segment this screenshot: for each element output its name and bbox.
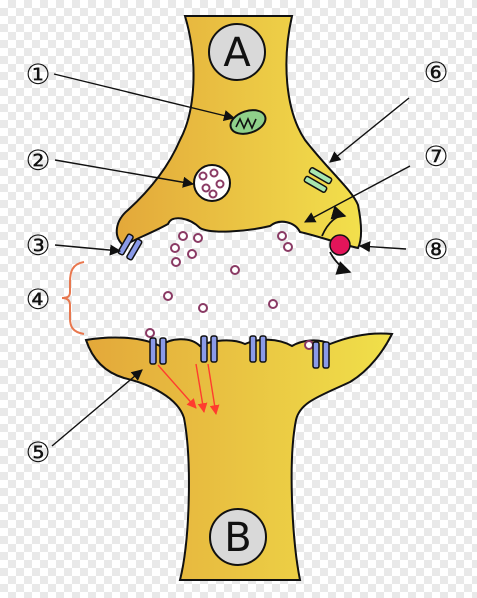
callout-7: ⑦ <box>423 140 448 173</box>
callout-3: ③ <box>25 229 50 262</box>
neurotransmitters <box>145 231 314 350</box>
callout-8: ⑧ <box>423 233 448 266</box>
synaptic-vesicle <box>193 164 231 202</box>
reuptake-enzyme <box>329 234 351 256</box>
callout-leaders <box>51 73 411 447</box>
degradation-arrow <box>329 251 352 275</box>
neuron-a-badge <box>208 23 266 81</box>
neuron-b-letter: B <box>224 515 251 561</box>
synaptic-cleft-bracket <box>61 261 85 335</box>
neuron-a-letter: A <box>223 30 251 76</box>
callout-4: ④ <box>25 283 50 316</box>
mitochondrion <box>229 109 267 135</box>
signal-arrows <box>157 363 220 415</box>
reuptake-arrow <box>321 205 347 237</box>
callout-6: ⑥ <box>423 56 448 89</box>
callout-1: ① <box>25 58 50 91</box>
postsynaptic-receptors <box>149 335 330 369</box>
voltage-gated-channel <box>117 233 143 261</box>
callout-2: ② <box>25 144 50 177</box>
neuron-b-badge <box>209 508 267 566</box>
autoreceptor <box>303 167 333 193</box>
callout-5: ⑤ <box>25 436 50 469</box>
